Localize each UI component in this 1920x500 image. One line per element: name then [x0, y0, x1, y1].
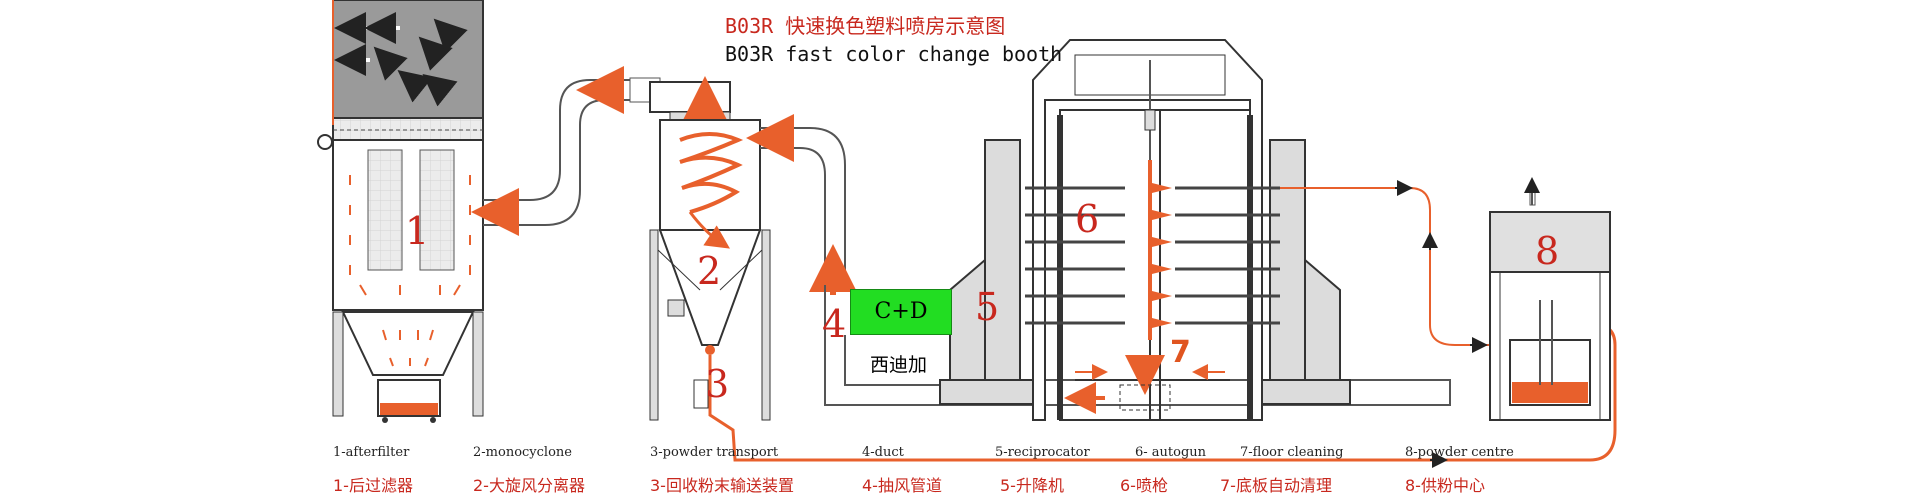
- duct-afterfilter-to-cyclone: [483, 79, 650, 201]
- legend-cn-5: 5-升降机: [1000, 476, 1064, 495]
- title-english: B03R fast color change booth: [725, 42, 1063, 66]
- legend-en-3: 3-powder transport: [650, 445, 779, 460]
- legend-en-6: 6- autogun: [1135, 445, 1207, 460]
- marker-2: 2: [697, 249, 722, 293]
- marker-1: 1: [405, 209, 430, 253]
- legend-cn-7: 7-底板自动清理: [1220, 476, 1332, 495]
- legend-en-5: 5-reciprocator: [995, 445, 1090, 460]
- legend-en-8: 8-powder centre: [1405, 445, 1514, 460]
- afterfilter-hopper: [341, 311, 475, 376]
- legend-en-2: 2-monocyclone: [473, 445, 572, 460]
- legend-en-4: 4-duct: [862, 445, 904, 460]
- legend-cn-3: 3-回收粉末输送装置: [650, 476, 794, 495]
- legend-cn-1: 1-后过滤器: [333, 476, 413, 495]
- marker-3: 3: [705, 362, 730, 406]
- legend-en-7: 7-floor cleaning: [1240, 445, 1344, 460]
- marker-6: 6: [1075, 197, 1100, 241]
- monocyclone: [649, 76, 771, 421]
- legend-cn-4: 4-抽风管道: [862, 476, 942, 495]
- marker-7: 7: [1170, 335, 1191, 370]
- powder-centre: [1489, 177, 1611, 421]
- reciprocator-right: [1249, 139, 1351, 405]
- reciprocator-left: [939, 139, 1041, 405]
- cd-unit-chinese-label: 西迪加: [870, 354, 928, 376]
- marker-5: 5: [975, 285, 1000, 329]
- cd-unit-label: C+D: [850, 289, 952, 335]
- marker-8: 8: [1535, 229, 1560, 273]
- powder-supply-line: [1280, 187, 1490, 346]
- filter-cartridge-right: [419, 149, 455, 271]
- afterfilter-plenum: [332, 117, 484, 141]
- filter-cartridge-left: [367, 149, 403, 271]
- marker-4: 4: [822, 302, 847, 346]
- legend-en-1: 1-afterfilter: [333, 445, 410, 460]
- afterfilter: [317, 0, 484, 423]
- duct-cyclone-to-cd: [760, 127, 846, 285]
- cyclone-body: [659, 119, 761, 231]
- title-chinese: B03R 快速换色塑料喷房示意图: [725, 14, 1006, 38]
- spray-booth: [1025, 39, 1280, 421]
- legend-cn-2: 2-大旋风分离器: [473, 476, 585, 495]
- afterfilter-body: [332, 139, 484, 311]
- legend-cn-6: 6-喷枪: [1120, 476, 1168, 495]
- legend-cn-8: 8-供粉中心: [1405, 476, 1485, 495]
